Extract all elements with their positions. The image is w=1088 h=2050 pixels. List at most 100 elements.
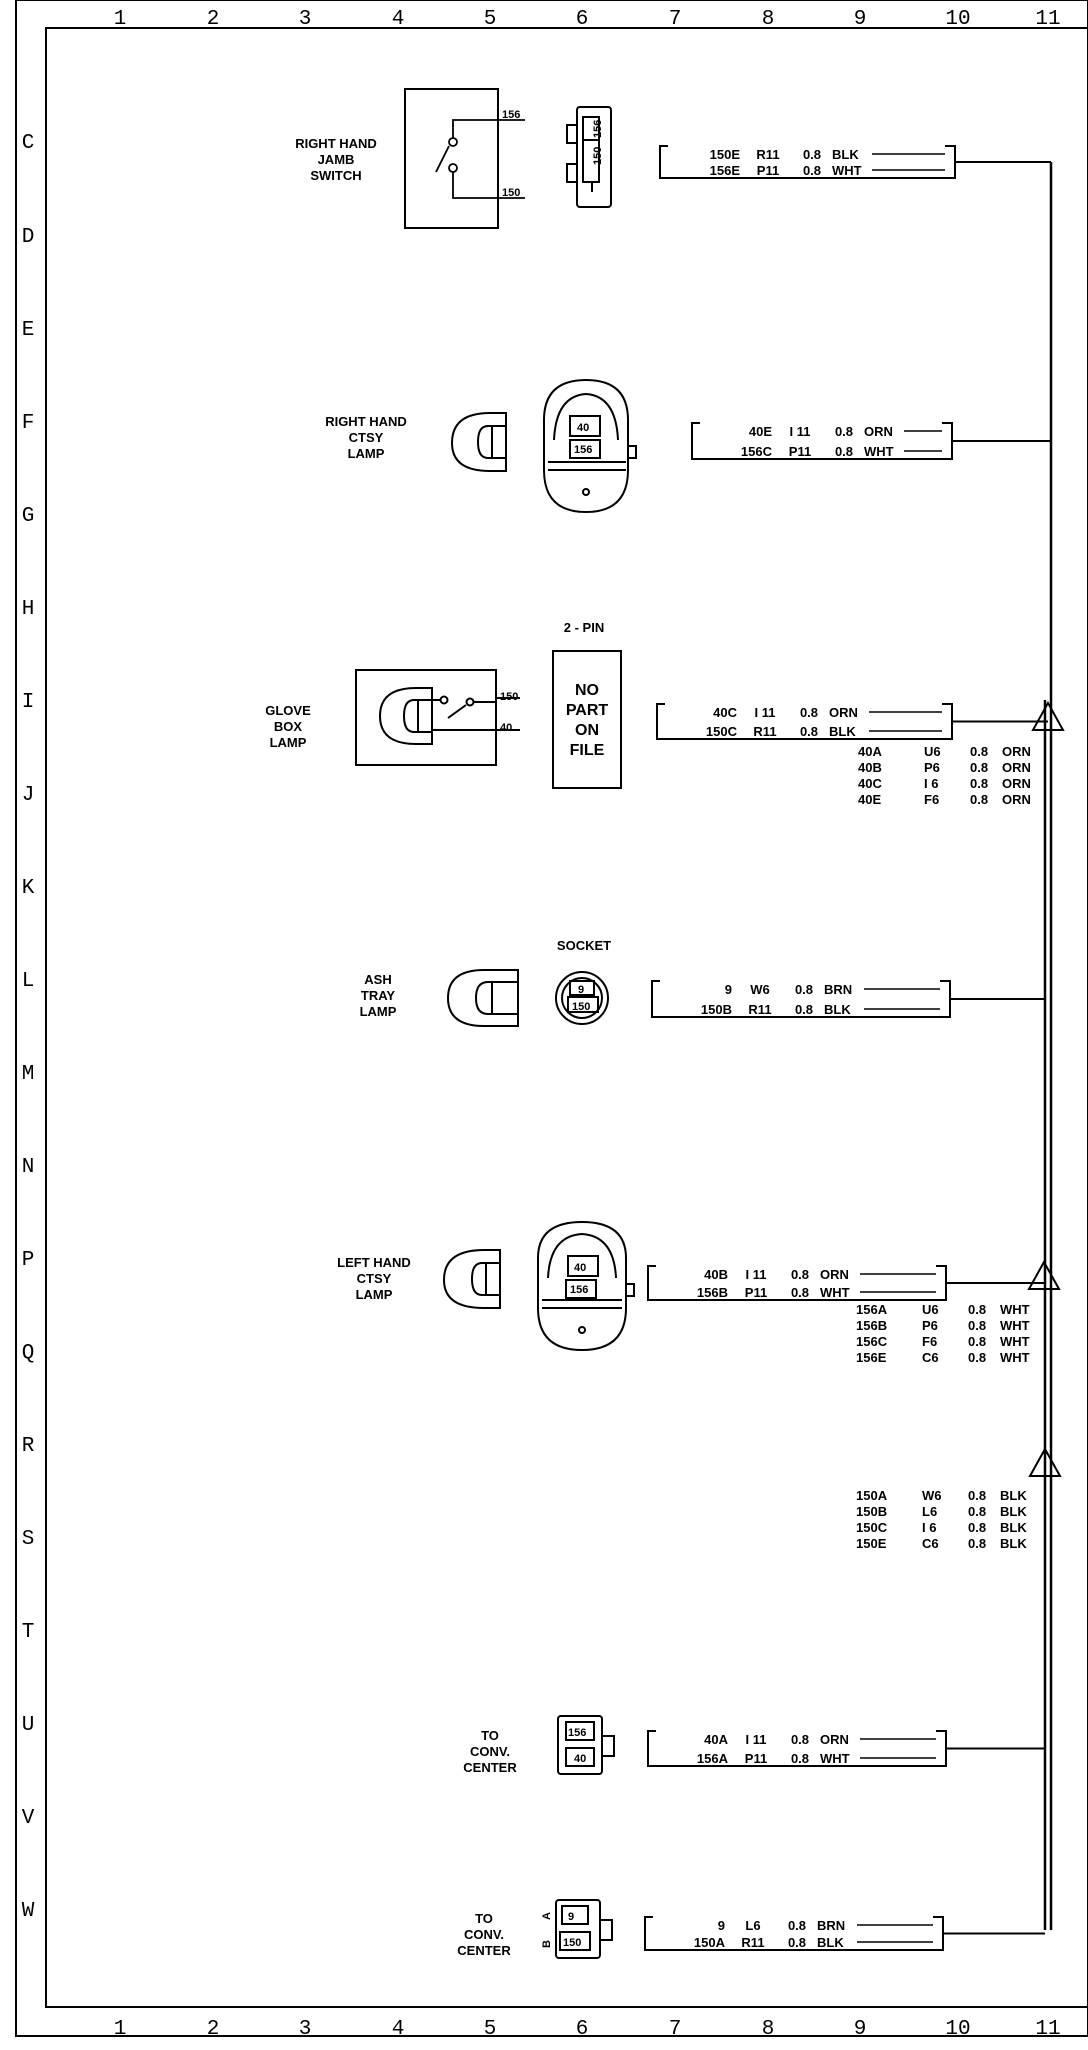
splice-gauge: 0.8 [970,760,988,775]
svg-text:150: 150 [500,691,518,703]
wire-gauge: 0.8 [835,444,853,459]
splice-color: BLK [1000,1488,1027,1503]
row-label: V [22,1807,35,1830]
row-label: M [22,1063,35,1086]
glove-bulb-icon [378,687,520,745]
splice-circuit: 150A [856,1488,888,1503]
column-label: 10 [945,8,970,31]
column-label: 2 [207,2018,220,2041]
wire-circuit: 9 [718,1918,725,1933]
column-label: 1 [114,8,127,31]
svg-text:A: A [541,1912,553,1920]
column-label: 10 [945,2018,970,2041]
splice-circuit: 150B [856,1504,887,1519]
svg-text:RIGHT HAND: RIGHT HAND [295,136,377,151]
splice-color: ORN [1002,776,1031,791]
splice-circuit: 156E [856,1350,887,1365]
splice-gauge: 0.8 [968,1334,986,1349]
column-label: 6 [576,8,589,31]
wire-gauge: 0.8 [803,147,821,162]
splice-location: U6 [922,1302,939,1317]
wire-circuit: 156B [697,1285,728,1300]
wire-circuit: 9 [725,982,732,997]
splice-circuit: 40C [858,776,882,791]
row-label: N [22,1156,35,1179]
splice-circuit: 40B [858,760,882,775]
svg-text:B: B [541,1940,553,1948]
svg-text:CENTER: CENTER [463,1760,517,1775]
jamb-switch: RIGHT HAND JAMB SWITCH 156 150 [295,88,525,229]
splice-color: ORN [1002,792,1031,807]
splice-circuit: 150C [856,1520,888,1535]
splice-circuit: 156C [856,1334,888,1349]
column-label: 5 [484,2018,497,2041]
svg-text:TO: TO [475,1911,493,1926]
row-label: S [22,1528,35,1551]
splice-color: WHT [1000,1350,1030,1365]
column-label: 4 [392,2018,405,2041]
column-label: 5 [484,8,497,31]
ash-header: SOCKET [557,938,611,953]
conv2-connector-icon [555,1899,613,1959]
rh-ctsy-lamp: RIGHT HAND CTSY LAMP [325,414,407,461]
column-label: 8 [762,2018,775,2041]
wire-color: WHT [820,1285,850,1300]
wire-circuit: 156A [697,1751,729,1766]
wire-gauge: 0.8 [835,424,853,439]
column-label: 1 [114,2018,127,2041]
row-label: P [22,1249,35,1272]
svg-text:150: 150 [572,1001,590,1013]
wire-color: BLK [829,724,856,739]
column-label: 8 [762,8,775,31]
svg-text:LAMP: LAMP [356,1287,393,1302]
svg-text:CONV.: CONV. [470,1744,510,1759]
splice-circuit: 156A [856,1302,888,1317]
wire-circuit: 156C [741,444,773,459]
splice-location: I 6 [924,776,938,791]
wire-gauge: 0.8 [791,1285,809,1300]
splice-color: WHT [1000,1334,1030,1349]
row-label: Q [22,1342,35,1365]
svg-text:150: 150 [502,187,520,199]
wire-color: ORN [820,1267,849,1282]
svg-text:CTSY: CTSY [349,430,384,445]
splice-location: F6 [922,1334,937,1349]
wire-gauge: 0.8 [795,982,813,997]
wire-gauge: 0.8 [791,1732,809,1747]
rh-lamp-socket [543,378,637,514]
svg-text:ON: ON [575,722,599,739]
svg-text:CENTER: CENTER [457,1943,511,1958]
splice-color: WHT [1000,1302,1030,1317]
svg-text:156: 156 [502,109,520,121]
rh-lamp-bulb-icon [450,412,507,472]
row-label: W [22,1900,35,1923]
splice-location: P6 [922,1318,938,1333]
wire-color: BLK [817,1935,844,1950]
splice-color: BLK [1000,1504,1027,1519]
splice-color: ORN [1002,744,1031,759]
column-label: 11 [1035,8,1060,31]
row-label: I [22,691,35,714]
wire-gauge: 0.8 [800,705,818,720]
conv-center-2: TO CONV. CENTER [457,1911,511,1958]
lh-lamp-bulb-icon [442,1249,501,1309]
wire-circuit: 150A [694,1935,726,1950]
splice-circuit: 156B [856,1318,887,1333]
wire-location: P11 [757,163,779,178]
splice-gauge: 0.8 [970,792,988,807]
splice-gauge: 0.8 [968,1350,986,1365]
svg-text:LAMP: LAMP [360,1004,397,1019]
svg-text:CONV.: CONV. [464,1927,504,1942]
wire-bracket [691,422,953,460]
svg-text:TO: TO [481,1728,499,1743]
wire-location: R11 [741,1935,764,1950]
